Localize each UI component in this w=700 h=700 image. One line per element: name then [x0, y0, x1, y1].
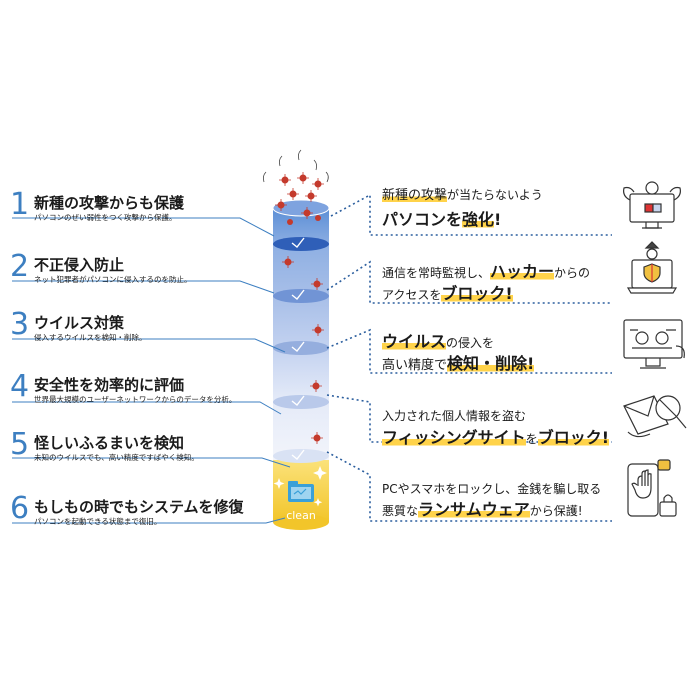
- benefit-1-line1: 新種の攻撃が当たらないよう: [382, 184, 543, 203]
- feature-subtitle: 世界最大規模のユーザーネットワークからのデータを分析。: [34, 395, 237, 404]
- benefit-highlight: 検知・削除!: [447, 354, 535, 373]
- benefit-highlight: ランサムウェア: [418, 500, 530, 519]
- benefit-text: パソコンを: [382, 210, 463, 229]
- feature-number: 5: [10, 427, 30, 462]
- feature-title: 怪しいふるまいを検知: [34, 434, 185, 452]
- benefit-highlight: 強化: [462, 210, 495, 229]
- left-connectors: [12, 217, 291, 524]
- feature-title: 不正侵入防止: [34, 256, 125, 274]
- benefit-4-line1: 入力された個人情報を盗む: [382, 405, 526, 424]
- virus-scan-monitor-icon: [623, 319, 685, 369]
- ransomware-phone-lock-icon: [627, 459, 677, 517]
- benefit-text: の侵入を: [446, 336, 495, 350]
- feature-subtitle: パソコンを起動できる状態まで復旧。: [34, 517, 162, 526]
- feature-number: 1: [10, 187, 30, 222]
- folder-icon: [288, 481, 314, 502]
- sparkles: [273, 466, 327, 507]
- benefit-5-line2: 悪質なランサムウェアから保護!: [382, 496, 583, 520]
- benefit-2-line1: 通信を常時監視し、ハッカーからの: [382, 258, 590, 282]
- benefit-text: からの: [554, 266, 591, 280]
- strongman-monitor-icon: [623, 181, 681, 229]
- feature-number: 3: [10, 307, 30, 342]
- filter-discs: [273, 237, 329, 463]
- feature-subtitle: 未知のウイルスでも、高い精度ですばやく検知。: [34, 453, 199, 462]
- feature-number: 6: [10, 491, 30, 526]
- feature-number: 4: [10, 369, 30, 404]
- feature-title: ウイルス対策: [34, 314, 125, 332]
- benefit-3-line2: 高い精度で検知・削除!: [382, 350, 535, 374]
- benefit-highlight: ブロック!: [441, 284, 513, 303]
- clean-label: clean: [286, 509, 316, 522]
- benefit-text: から保護!: [529, 504, 583, 518]
- benefit-text: 入力された個人情報を盗む: [382, 409, 527, 423]
- benefit-3-line1: ウイルスの侵入を: [382, 328, 494, 352]
- feature-subtitle: パソコンのぜい弱性をつく攻撃から保護。: [34, 213, 177, 222]
- right-connectors: [326, 193, 612, 522]
- feature-title: もしもの時でもシステムを修復: [34, 498, 244, 516]
- benefit-5-line1: PCやスマホをロックし、金銭を騙し取る: [382, 478, 601, 497]
- hacker-laptop-shield-icon: [626, 241, 678, 294]
- benefit-4-line2: フィッシングサイトをブロック!: [382, 424, 610, 448]
- benefit-text: PCやスマホをロックし、金銭を騙し取る: [382, 482, 602, 496]
- benefit-highlight: ハッカー: [490, 262, 555, 281]
- benefit-text: 悪質な: [382, 504, 419, 518]
- benefit-2-line2: アクセスをブロック!: [382, 280, 513, 304]
- feature-number: 2: [10, 249, 30, 284]
- benefit-text: !: [494, 210, 502, 229]
- benefit-text: が当たらないよう: [447, 188, 543, 202]
- benefit-text: を: [525, 432, 538, 446]
- benefit-highlight: ブロック!: [537, 428, 610, 447]
- feature-title: 新種の攻撃からも保護: [34, 194, 185, 212]
- benefit-text: 高い精度で: [382, 358, 448, 373]
- pipe-bottom: [273, 514, 329, 530]
- benefit-text: 通信を常時監視し、: [382, 266, 491, 280]
- phishing-envelope-icon: [623, 395, 687, 438]
- pipe-top: [272, 199, 330, 217]
- feature-subtitle: ネット犯罪者がパソコンに侵入するのを防止。: [34, 275, 192, 284]
- motion-lines: [262, 149, 329, 183]
- check-marks: [291, 237, 305, 460]
- benefit-highlight: ウイルス: [382, 332, 447, 351]
- feature-title: 安全性を効率的に評価: [34, 376, 185, 394]
- feature-subtitle: 侵入するウイルスを検知・削除。: [34, 333, 147, 342]
- benefit-highlight: 新種の攻撃: [382, 188, 448, 203]
- benefit-highlight: フィッシングサイト: [382, 428, 526, 447]
- benefit-text: アクセスを: [382, 288, 442, 302]
- virus-spikes: [275, 172, 324, 444]
- benefit-1-line2: パソコンを強化!: [382, 206, 501, 230]
